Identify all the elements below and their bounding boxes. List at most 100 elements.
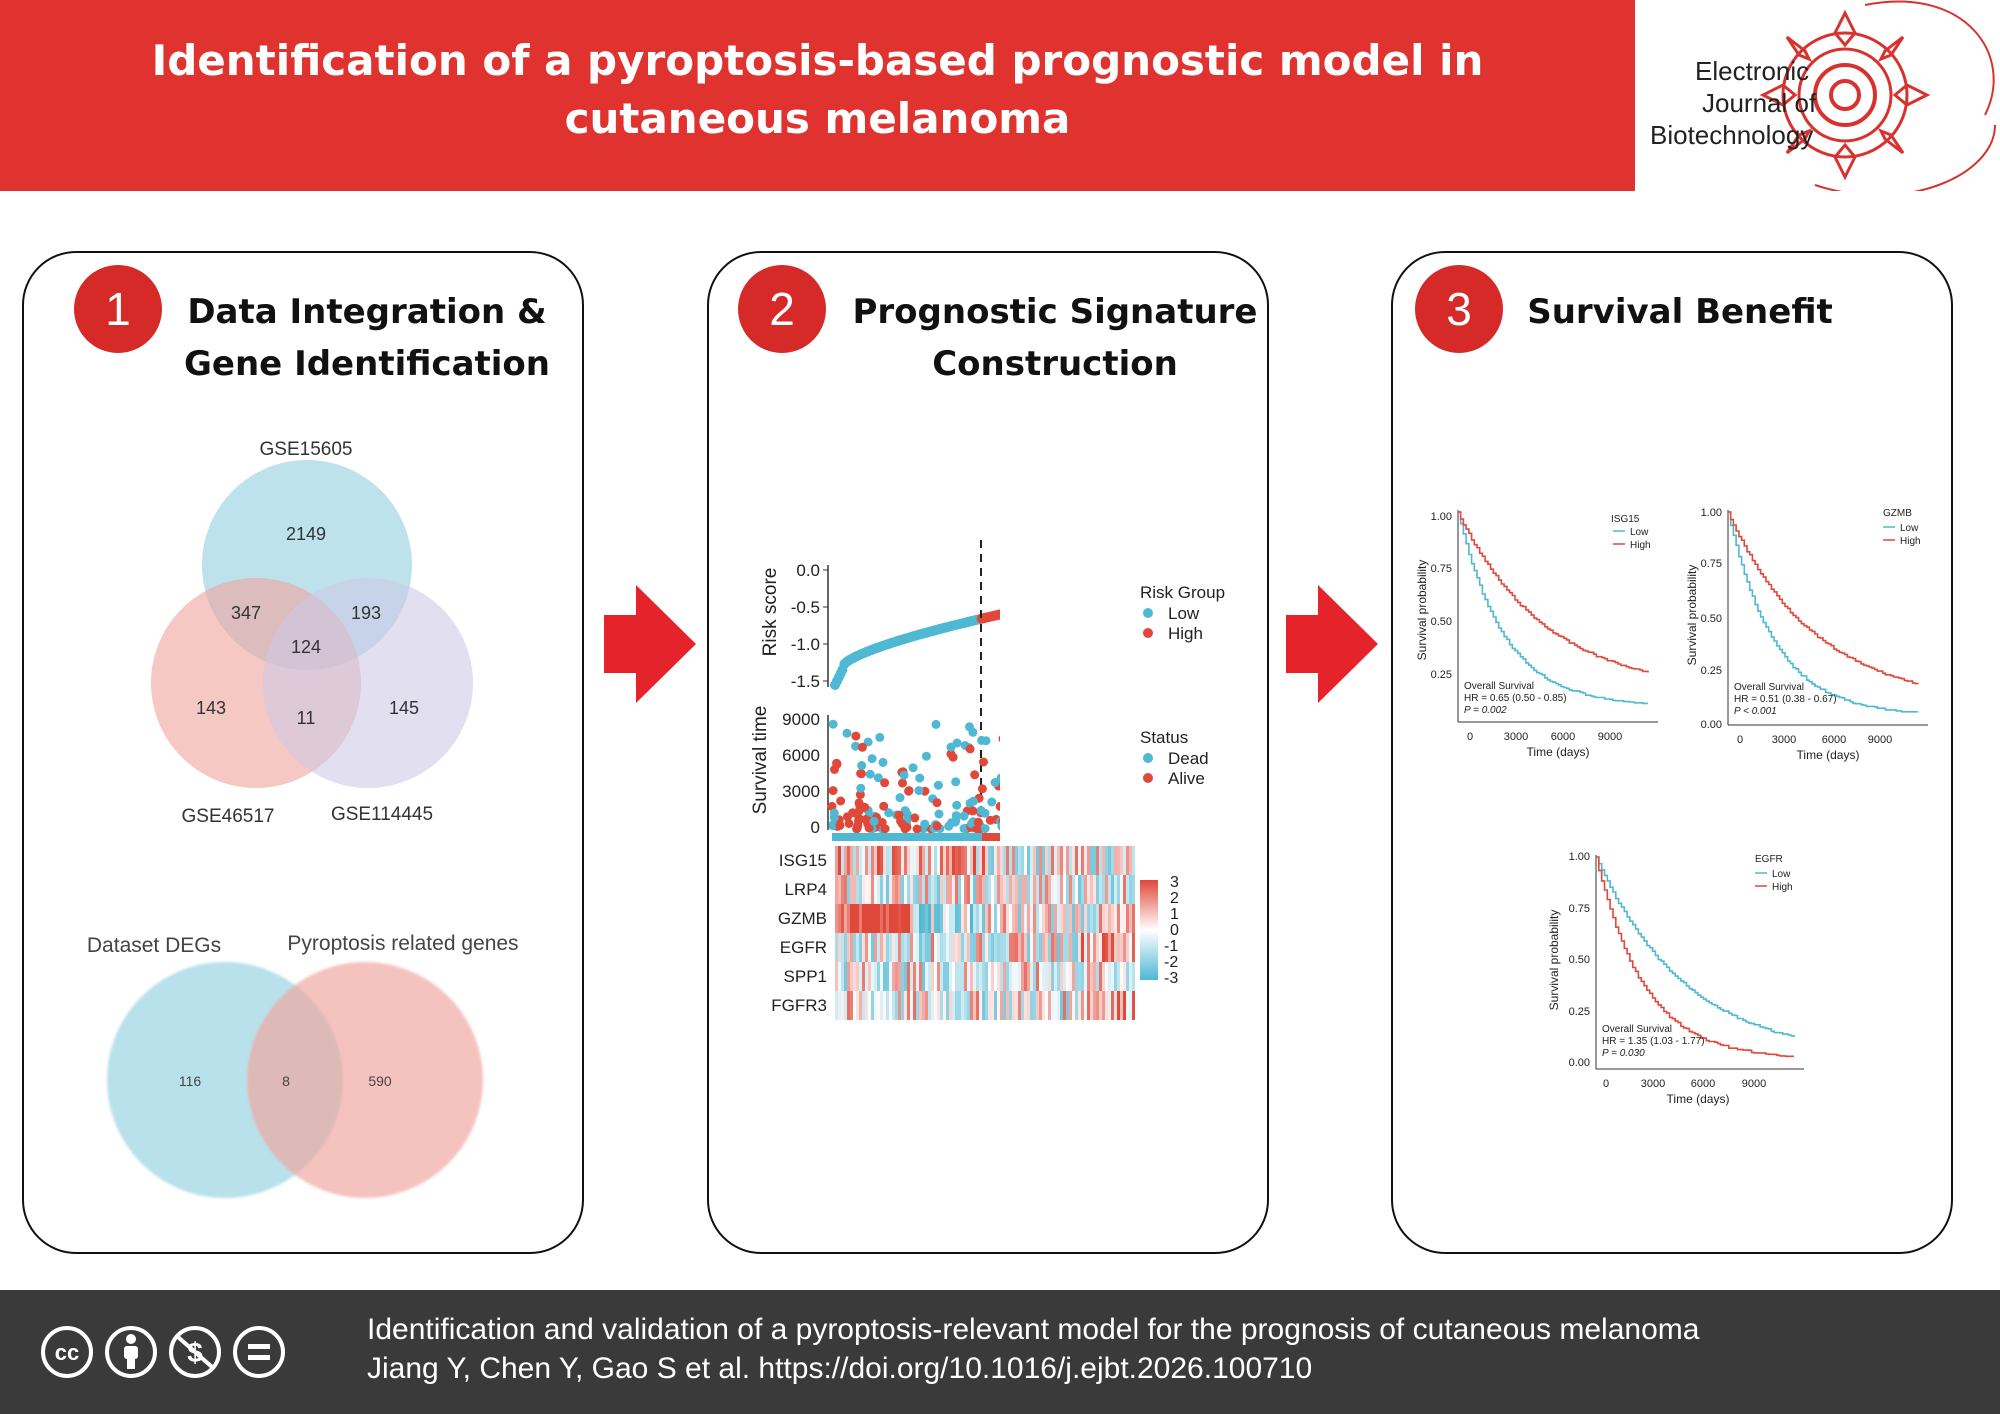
heatmap-cell [925,875,929,904]
heatmap-cell [1084,846,1088,875]
heatmap-cell [1036,904,1040,933]
scale-label: -2 [1164,954,1178,971]
venn3-value-ab: 347 [231,603,261,623]
high-group-bar [982,833,1000,841]
survival-point [880,824,890,834]
heatmap-cell [967,991,971,1020]
heatmap-cell [946,962,950,991]
heatmap-cell [1036,875,1040,904]
heatmap-cell [868,875,872,904]
heatmap-cell [1093,904,1097,933]
km-ylabel: Survival probability [1685,565,1699,666]
km-xtick: 6000 [1822,734,1846,746]
heatmap-cell [922,962,926,991]
heatmap-cell [1060,933,1064,962]
risk-point [998,610,1000,617]
heatmap-cell [955,904,959,933]
km-hr: HR = 1.35 (1.03 - 1.77) [1602,1036,1705,1047]
heatmap-cell [853,991,857,1020]
scale-label: 0 [1170,922,1179,939]
heatmap-cell [934,962,938,991]
survival-point [904,786,914,796]
heatmap-cell [955,962,959,991]
heatmap-cell [991,904,995,933]
heatmap-cell [928,933,932,962]
heatmap-cell [859,962,863,991]
heatmap-cell [922,875,926,904]
km-stat-title: Overall Survival [1734,682,1804,693]
heatmap-cell [877,962,881,991]
heatmap-cell [880,846,884,875]
heatmap-cell [907,933,911,962]
heatmap-cell [1030,846,1034,875]
heatmap-cell [946,875,950,904]
nc-icon: $ [169,1326,221,1378]
heatmap-cell [1120,933,1124,962]
heatmap-cell [1042,933,1046,962]
km-xtick: 9000 [1598,731,1622,743]
heatmap-cell [1012,991,1016,1020]
heatmap-cell [988,904,992,933]
heatmap-cell [898,904,902,933]
heatmap-cell [1108,933,1112,962]
heatmap-cell [988,846,992,875]
heatmap-cell [1114,846,1118,875]
heatmap-cell [919,991,923,1020]
heatmap-cell [1078,962,1082,991]
heatmap-cell [1042,962,1046,991]
heatmap-cell [952,875,956,904]
heatmap-gene-label: SPP1 [784,967,827,986]
heatmap-cell [928,991,932,1020]
heatmap-cell [1030,991,1034,1020]
heatmap-cell [1093,846,1097,875]
heatmap-cell [1132,962,1135,991]
heatmap-cell [1006,904,1010,933]
heatmap-cell [943,875,947,904]
heatmap-cell [910,875,914,904]
km-xtick: 6000 [1691,1078,1715,1090]
heatmap-cell [904,991,908,1020]
status-legend-title: Status [1140,728,1188,747]
heatmap-cell [958,904,962,933]
heatmap-cell [865,875,869,904]
survival-point [977,784,987,794]
heatmap-cell [982,962,986,991]
heatmap-cell [1108,846,1112,875]
km-xtick: 9000 [1742,1078,1766,1090]
heatmap-cell [1045,904,1049,933]
survival-point [828,719,838,729]
heatmap-cell [835,962,839,991]
survival-point [875,732,885,742]
heatmap-cell [937,933,941,962]
heatmap-cell [1042,991,1046,1020]
venn-diagram-pyroptosis: Dataset DEGs Pyroptosis related genes 11… [87,932,519,1198]
risk-legend-high: High [1168,624,1203,643]
survival-point [965,744,975,754]
km-ytick: 0.25 [1701,665,1722,677]
survival-point [844,819,854,828]
heatmap-cell [1015,875,1019,904]
survival-point [864,823,874,833]
heatmap-cell [919,933,923,962]
km-xtick: 3000 [1504,731,1528,743]
heatmap-cell [850,846,854,875]
heatmap-cell [1060,875,1064,904]
heatmap-cell [967,962,971,991]
heatmap-cell [1000,962,1004,991]
survival-point [915,773,925,783]
survival-point [899,770,909,780]
survival-point [880,778,890,788]
heatmap-cell [1003,875,1007,904]
heatmap-cell [868,962,872,991]
heatmap-cell [868,991,872,1020]
panel-3-title-line-1: Survival Benefit [1527,292,1833,332]
heatmap-cell [1033,962,1037,991]
heatmap-cell [985,846,989,875]
heatmap-cell [994,846,998,875]
km-xtick: 9000 [1868,734,1892,746]
heatmap-cell [1078,904,1082,933]
heatmap-cell [985,962,989,991]
surv-tick: 0 [811,818,820,837]
survival-point [898,778,907,788]
heatmap-cell [949,991,953,1020]
